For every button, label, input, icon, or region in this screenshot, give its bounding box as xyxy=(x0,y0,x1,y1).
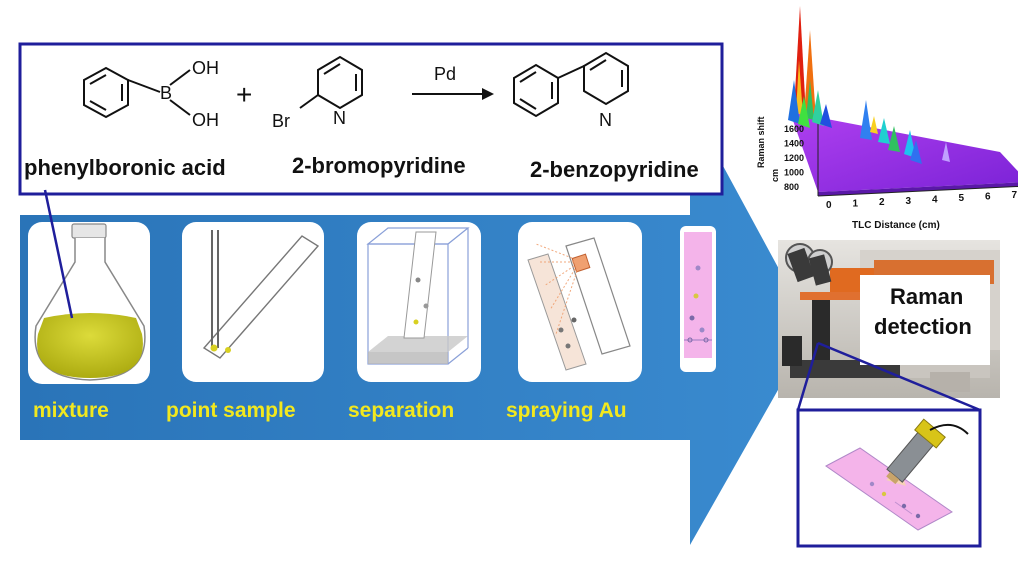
step-label-spraying-au: spraying Au xyxy=(506,399,627,422)
raman-x-tick: 3 xyxy=(906,196,912,207)
raman-x-tick: 0 xyxy=(826,200,832,211)
raman-peaks xyxy=(788,6,950,164)
product-n: N xyxy=(599,110,612,130)
name-phenylboronic-acid: phenylboronic acid xyxy=(24,155,226,180)
reagent1-oh-bottom: OH xyxy=(192,110,219,130)
raman-x-tick: 7 xyxy=(1012,190,1018,201)
name-benzopyridine: 2-benzopyridine xyxy=(530,157,699,182)
raman-x-tick: 1 xyxy=(853,199,859,210)
name-bromopyridine: 2-bromopyridine xyxy=(292,153,466,178)
tlc-strip-pink xyxy=(680,226,716,372)
raman-y-tick: 1200 xyxy=(784,153,804,163)
raman-x-tick: 2 xyxy=(879,197,885,208)
step-mixture-panel xyxy=(28,189,150,384)
step-label-separation: separation xyxy=(348,399,454,422)
reagent1-boron: B xyxy=(160,83,172,103)
raman-detection-label-box xyxy=(860,275,990,365)
raman-x-tick: 5 xyxy=(959,193,965,204)
catalyst-label: Pd xyxy=(434,64,456,84)
raman-detection-line1: Raman xyxy=(890,284,963,309)
reaction-box xyxy=(18,42,724,196)
raman-y-tick: 1000 xyxy=(784,168,804,178)
raman-x-tick: 6 xyxy=(985,192,991,203)
step-spraying-panel xyxy=(518,222,642,382)
raman-y-tick: 1400 xyxy=(784,139,804,149)
raman-3d-plot: Raman shift cm 1600 1400 1200 1000 800 0 1 2 3 4… xyxy=(756,6,1018,231)
zoom-callout-lines xyxy=(796,341,981,412)
raman-probe xyxy=(886,418,946,485)
phenylboronic-acid-structure xyxy=(83,66,191,119)
plus-sign: + xyxy=(236,79,252,110)
step-separation-panel xyxy=(357,222,481,382)
raman-x-label: TLC Distance (cm) xyxy=(852,220,940,231)
reagent2-br: Br xyxy=(272,111,290,131)
raman-y-ticks: 1600 1400 1200 1000 800 xyxy=(784,124,804,192)
reagent1-oh-top: OH xyxy=(192,58,219,78)
raman-y-label: Raman shift xyxy=(756,116,766,168)
reagent2-n: N xyxy=(333,108,346,128)
raman-y-unit: cm xyxy=(770,169,780,182)
step-point-sample-panel xyxy=(182,222,324,382)
step-label-mixture: mixture xyxy=(33,399,109,422)
raman-x-tick: 4 xyxy=(932,194,938,205)
bromopyridine-structure xyxy=(299,55,363,110)
raman-detection-line2: detection xyxy=(874,314,972,339)
raman-y-tick: 800 xyxy=(784,182,799,192)
zoom-inset xyxy=(796,408,982,548)
raman-x-ticks: 0 1 2 3 4 5 6 7 xyxy=(826,190,1018,211)
benzopyridine-structure xyxy=(513,51,629,118)
reaction-arrow xyxy=(412,88,494,100)
raman-y-tick: 1600 xyxy=(784,124,804,134)
step-label-point-sample: point sample xyxy=(166,399,296,422)
